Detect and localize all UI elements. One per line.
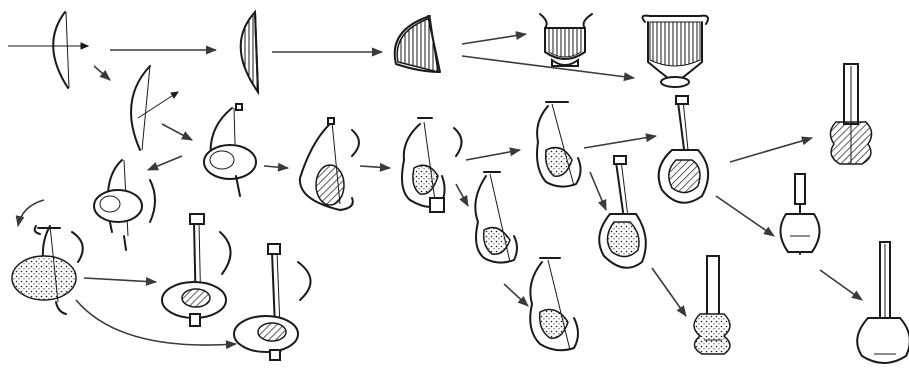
arrow — [455, 183, 469, 207]
arrow — [729, 136, 814, 163]
harp-lute-icon-3 — [529, 257, 579, 352]
musical-bow-icon — [8, 11, 90, 89]
arrow — [583, 133, 658, 149]
arrow — [461, 31, 528, 45]
arrow — [93, 65, 111, 81]
arrow — [146, 155, 183, 171]
harp-lute-icon-2 — [536, 101, 582, 188]
arrow — [651, 267, 687, 317]
arrow — [461, 55, 636, 82]
arrow — [83, 276, 158, 286]
arrow — [75, 299, 238, 350]
waisted-lute-icon — [693, 255, 731, 355]
spike-lute-icon-1 — [657, 95, 709, 204]
arrow — [819, 269, 863, 301]
small-harp-lute-icon — [474, 171, 518, 264]
spike-lute-icon-2 — [598, 155, 647, 269]
gourd-harp-icon — [203, 103, 257, 197]
lyre-bowl-icon — [539, 13, 593, 67]
long-neck-lute-icon — [233, 243, 312, 361]
arrow — [589, 171, 607, 212]
arrow — [715, 195, 775, 237]
bow-with-resonator-icon — [130, 65, 180, 151]
short-lute-icon-1 — [829, 63, 873, 165]
arrow — [263, 162, 290, 172]
arrow — [503, 283, 529, 307]
lute-with-gourd-icon — [161, 213, 232, 327]
bow-harp-resonator-icon — [93, 159, 156, 251]
arrows — [15, 31, 863, 350]
lyre-icon — [641, 14, 709, 88]
harp-with-resonator-icon — [11, 225, 84, 315]
arrow — [161, 123, 193, 141]
short-lute-icon-2 — [779, 173, 821, 255]
bow-harp-icon — [239, 9, 260, 96]
arrow — [465, 147, 522, 161]
arrow — [359, 162, 392, 172]
long-lute-icon — [856, 241, 909, 364]
harp-lute-icon-1 — [401, 117, 463, 213]
arrow — [15, 199, 45, 228]
lute-harp-icon — [298, 117, 360, 211]
arched-harp-icon — [393, 15, 441, 73]
